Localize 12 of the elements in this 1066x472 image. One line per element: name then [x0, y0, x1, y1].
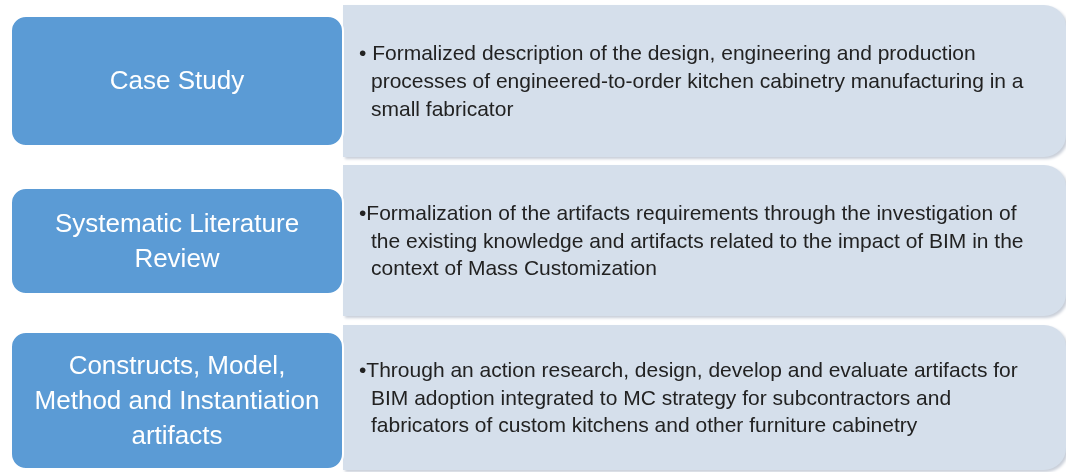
description-panel [343, 5, 1066, 157]
description-panel [343, 165, 1066, 316]
bullet-text: •Through an action research, design, develop and evaluate artifacts for BIM adoption integrated to MC strategy for subcontractors and fabricators of custom kitchens and other furniture cabinetry [359, 356, 1019, 439]
method-box [10, 15, 344, 147]
method-title: Case Study [109, 64, 245, 98]
bullet-text: •Formalization of the artifacts requirements through the investigation of the existing knowledge and artifacts related to the impact of BIM in the context of Mass Customization [359, 199, 1025, 282]
description-panel [343, 325, 1066, 470]
method-box [10, 331, 344, 470]
method-title: Systematic Literature Review [53, 206, 301, 275]
method-title: Constructs, Model, Method and Instantiation artifacts [33, 348, 321, 453]
bullet-text: • Formalized description of the design, engineering and production processes of engineered-to-order kitchen cabinetry manufacturing in a small fabricator [359, 40, 1025, 122]
method-box [10, 187, 344, 295]
